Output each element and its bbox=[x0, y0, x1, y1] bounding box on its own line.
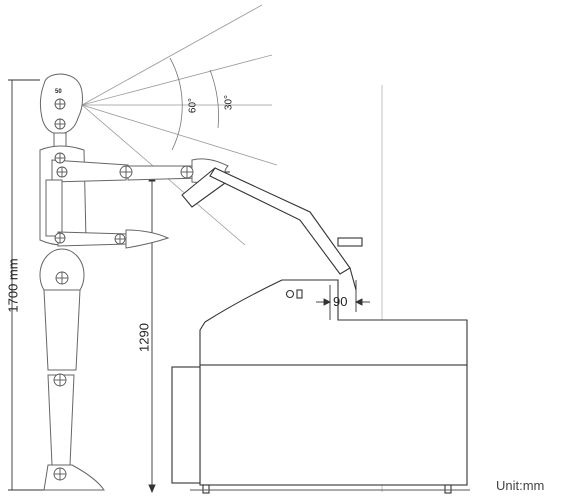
joint-neck bbox=[54, 152, 66, 164]
joint-knee bbox=[53, 373, 67, 387]
indicator-light bbox=[285, 289, 295, 299]
sight-line-upper bbox=[81, 4, 263, 106]
machine-lower-housing bbox=[199, 364, 468, 486]
control-arm-knob bbox=[337, 237, 363, 247]
hand-lower bbox=[125, 229, 170, 249]
upper-arm-upper bbox=[51, 159, 129, 183]
joint-head bbox=[54, 98, 66, 110]
machine-body bbox=[171, 279, 470, 494]
machine-side-panel bbox=[171, 366, 201, 484]
offset-label: 90 bbox=[333, 294, 348, 309]
eye-height-label: 1290 bbox=[136, 317, 152, 358]
machine-foot-left bbox=[202, 484, 210, 494]
control-arm-boom bbox=[209, 167, 351, 275]
joint-elbow-upper bbox=[119, 165, 133, 179]
joint-jaw bbox=[54, 118, 66, 130]
key-switch bbox=[296, 289, 303, 299]
machine-foot-right bbox=[444, 484, 452, 494]
side-arm bbox=[45, 179, 63, 237]
machine-upper-housing bbox=[199, 279, 468, 366]
angle-arc-60 bbox=[169, 57, 183, 151]
dim-90-arrow-right bbox=[354, 298, 363, 306]
control-arm-post bbox=[349, 267, 357, 291]
dim-90-arrow-left bbox=[323, 298, 332, 306]
angle-inner-label: 30° bbox=[223, 94, 235, 111]
angle-outer-label: 60° bbox=[187, 97, 199, 114]
angle-arcs bbox=[169, 57, 219, 151]
foot bbox=[43, 464, 105, 491]
joint-markers bbox=[53, 98, 194, 481]
joint-shoulder bbox=[56, 166, 68, 178]
joint-wrist-upper bbox=[180, 165, 194, 179]
dim-1290-arrow-bottom bbox=[148, 484, 156, 494]
joint-hip bbox=[55, 271, 69, 285]
shin bbox=[47, 374, 75, 466]
sight-line-mid-upper bbox=[81, 54, 273, 106]
joint-wrist-lower bbox=[114, 233, 126, 245]
human-figure bbox=[39, 73, 229, 491]
height-total-label: 1700 mm bbox=[5, 258, 21, 313]
joint-ankle bbox=[53, 467, 67, 481]
head-mark-label: 50 bbox=[55, 89, 62, 95]
joint-elbow-side bbox=[54, 232, 66, 244]
angle-arc-30 bbox=[209, 69, 219, 129]
dimension-offset bbox=[316, 280, 370, 320]
sight-line-mid-lower bbox=[81, 104, 278, 166]
thigh bbox=[43, 289, 81, 371]
sight-lines bbox=[81, 4, 278, 246]
neck bbox=[53, 132, 67, 148]
unit-label: Unit:mm bbox=[496, 478, 545, 493]
control-arm bbox=[181, 167, 363, 291]
